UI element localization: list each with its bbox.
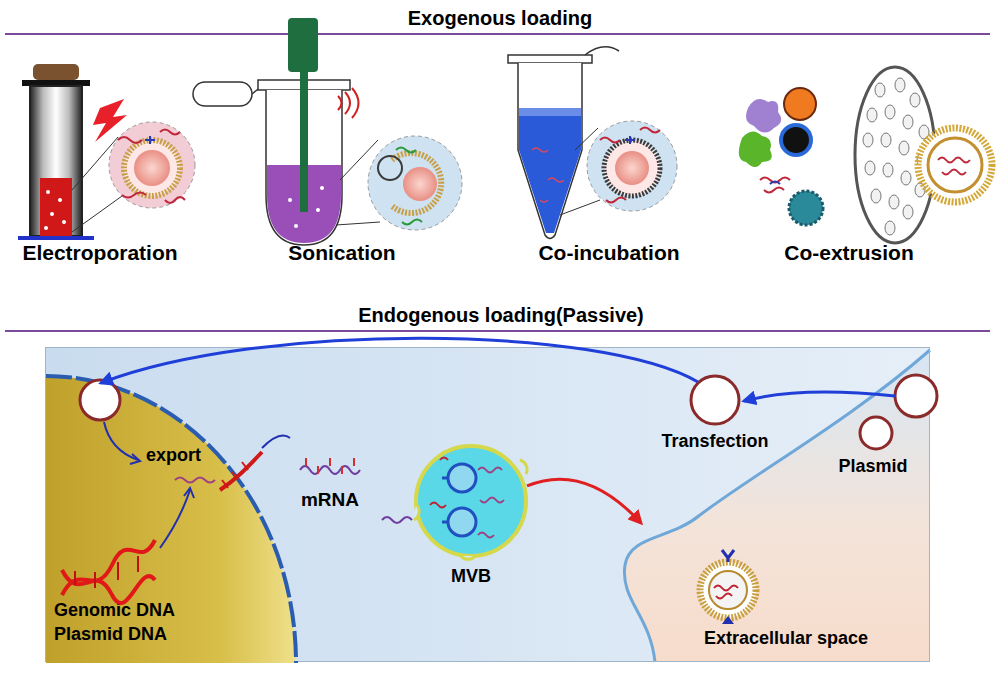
section-rule (5, 330, 990, 332)
section-rule (5, 33, 990, 35)
mvb-circle-outline (413, 443, 529, 559)
mvb-contents (382, 458, 527, 560)
extracellular-region (624, 350, 930, 662)
molecule-label: mRNA (210, 488, 450, 511)
mrna-strand (300, 458, 360, 474)
sonication-tube (193, 18, 462, 245)
cell-membrane (624, 350, 930, 662)
mvb-membrane (416, 446, 526, 556)
mvb-circle-text: MVB (393, 565, 549, 587)
extracellular-space-text: Extracellular space (641, 627, 931, 649)
secretion-arrow-segment (527, 479, 641, 523)
nucleus-outline (46, 376, 296, 663)
plasmid-circle (860, 417, 892, 449)
nucleus-contents (62, 380, 290, 603)
nucleus-fill (46, 376, 296, 663)
method-label: Co-incubation (489, 240, 729, 265)
transfection-vesicle (691, 376, 739, 424)
plasmid-group-text: Plasmid (823, 455, 923, 477)
nuclear-envelope (46, 376, 296, 663)
plasmid-group: Plasmid (853, 373, 939, 453)
nucleus-text: export (146, 444, 226, 466)
secretion-arrow (527, 479, 641, 523)
nucleus: exportGenomic DNA Plasmid DNA (46, 376, 296, 663)
plasmid-circle (895, 375, 937, 417)
method-label: Sonication (222, 240, 462, 265)
method-label: Co-extrusion (729, 240, 969, 265)
nucleus-text: Genomic DNA Plasmid DNA (54, 598, 204, 646)
co-incubation-tube (508, 47, 677, 239)
edge-label: Transfection (615, 430, 815, 452)
transfection-arrow-segment (744, 392, 895, 401)
co-extrusion-membrane (739, 67, 992, 243)
transfection-arrow-segment (101, 338, 698, 383)
section-heading: Exogenous loading (380, 6, 620, 30)
method-label: Electroporation (0, 240, 220, 265)
exosome (700, 550, 756, 624)
mvb-circle: MVB (413, 443, 529, 559)
extracellular-space: Extracellular space (641, 521, 931, 663)
endogenous-panel-text: Endogenous loading(Passive) (251, 303, 751, 327)
transfection-arrow (101, 338, 895, 401)
plasmid-group-outline (853, 373, 939, 453)
cell-panel-artwork (45, 347, 930, 662)
endogenous-panel: Endogenous loading(Passive)exportGenomic… (45, 347, 930, 662)
electroporation-cuvette (18, 64, 195, 238)
